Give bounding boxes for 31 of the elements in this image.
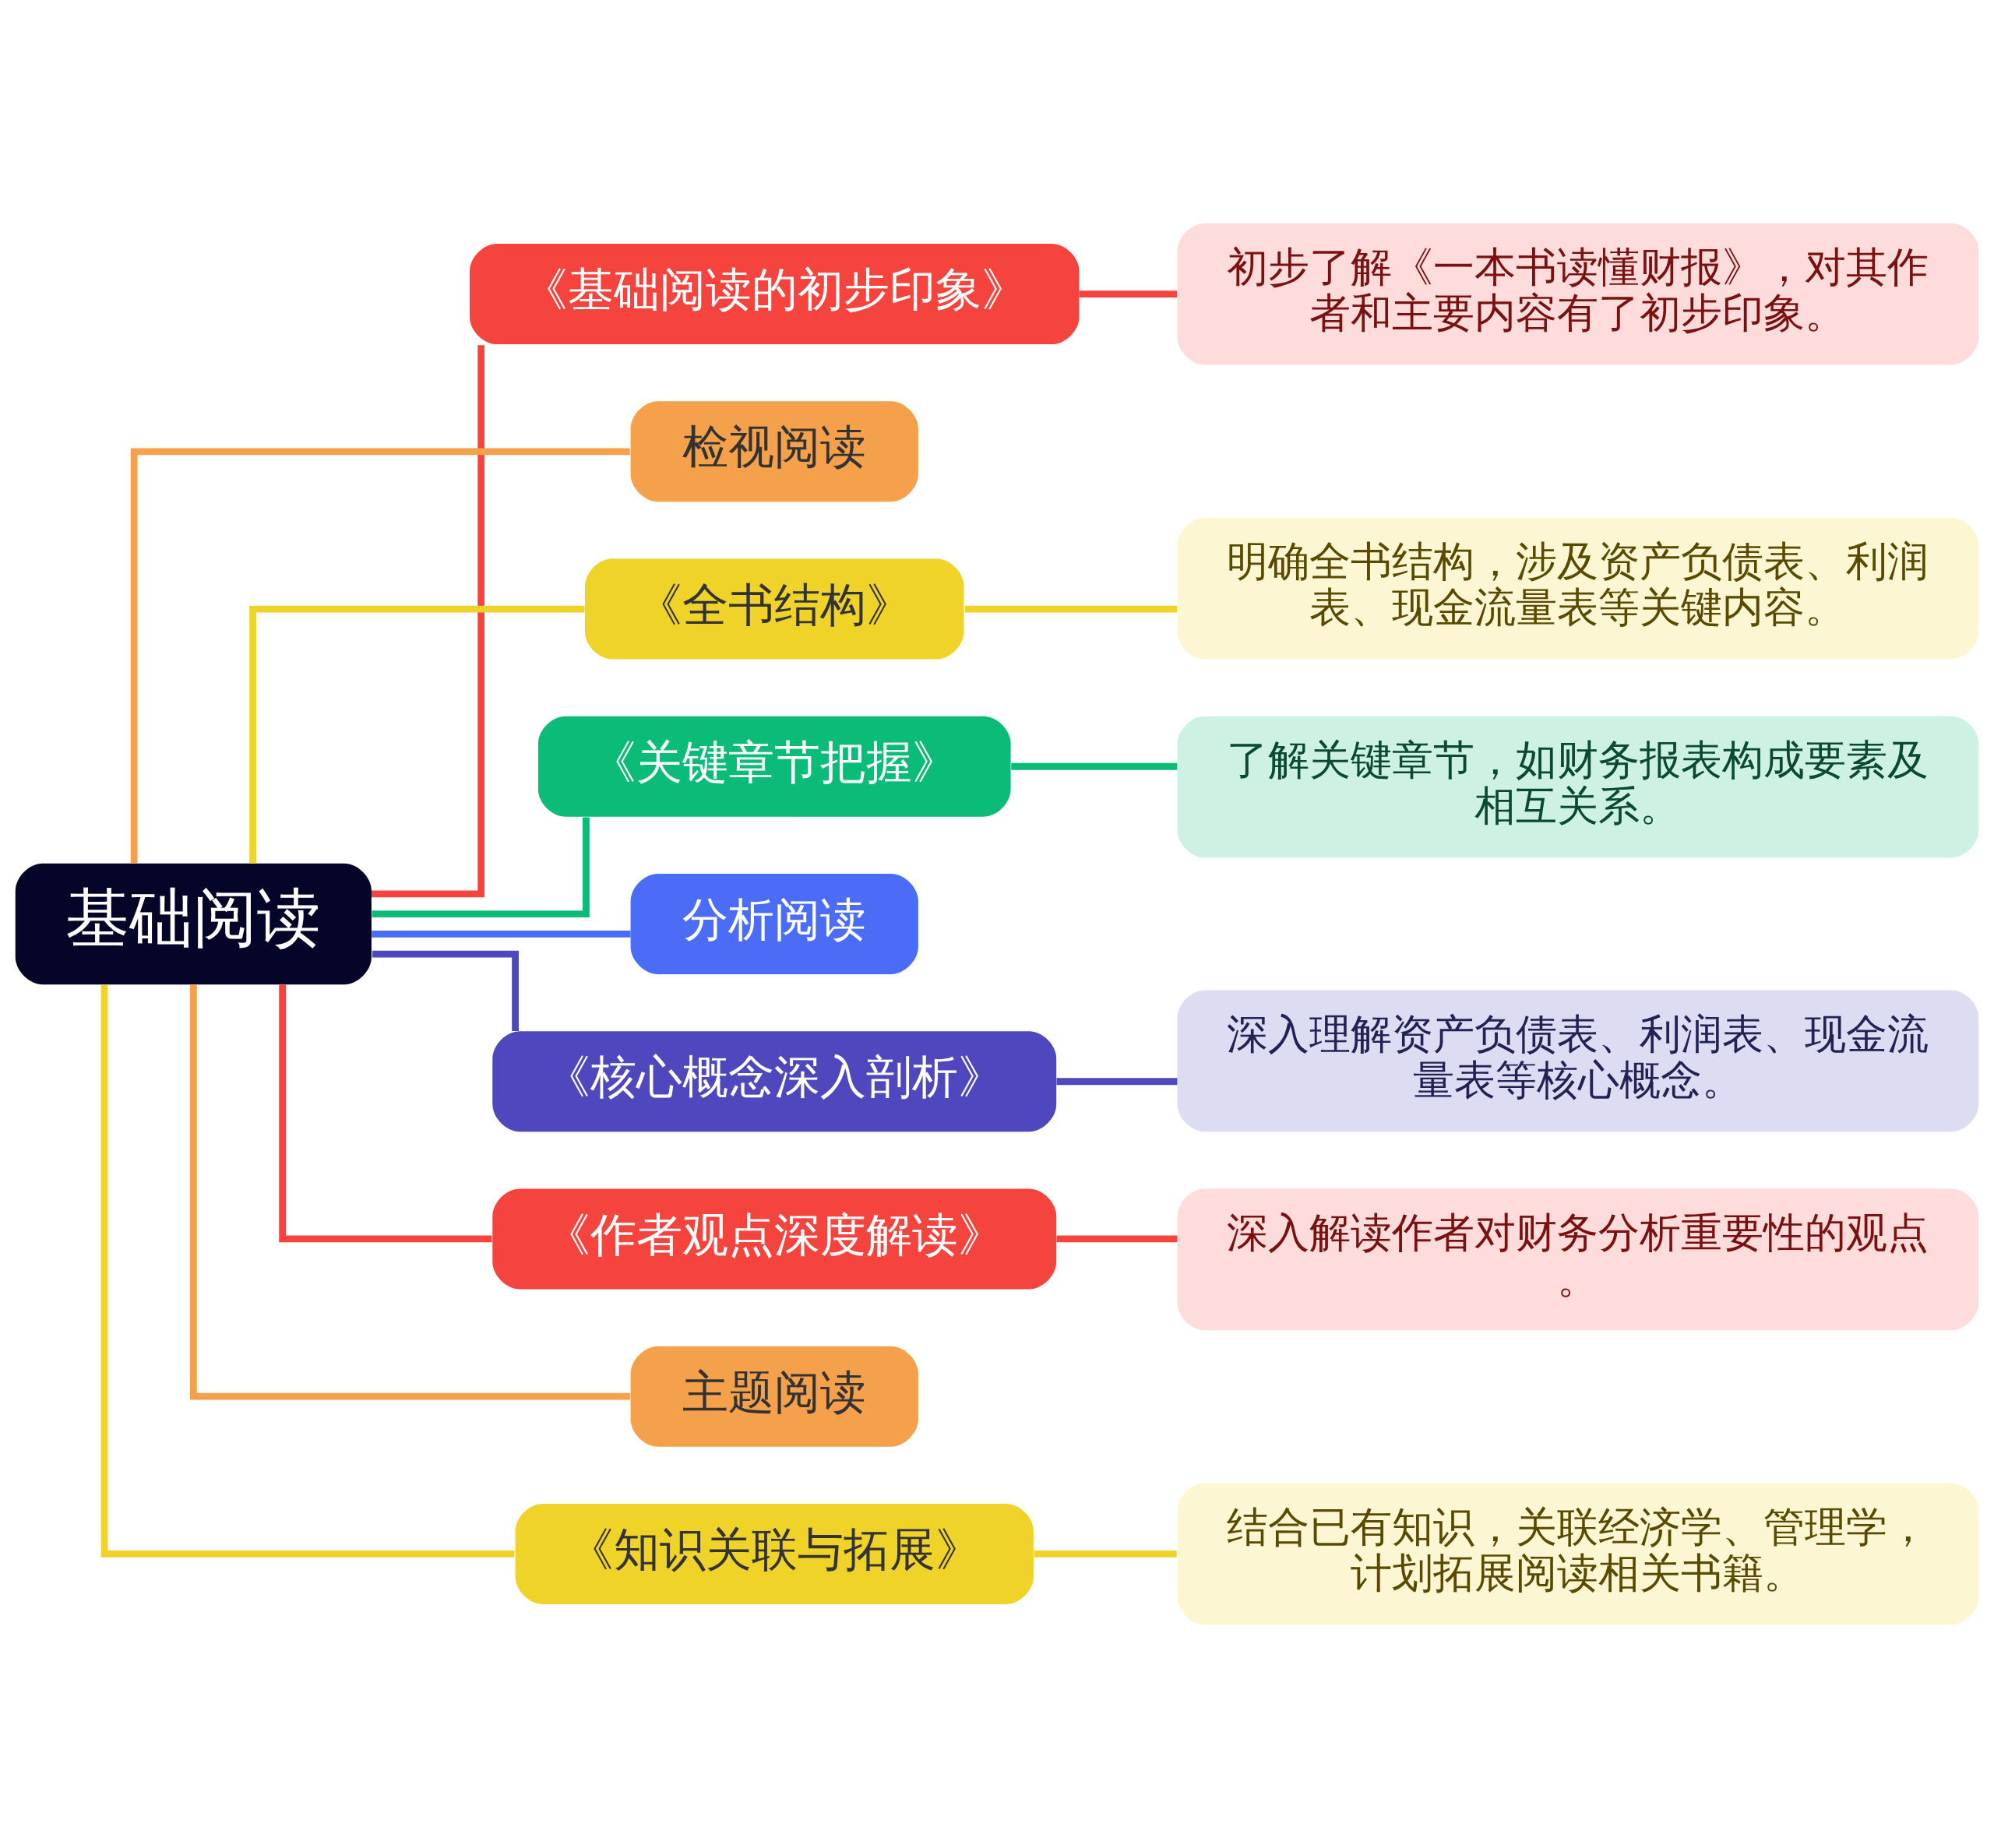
node-box: 结合已有知识，关联经济学、管理学，计划拓展阅读相关书籍。 xyxy=(1177,1483,1979,1625)
connector xyxy=(1034,1551,1177,1558)
node-box: 《作者观点深度解读》 xyxy=(492,1188,1057,1290)
node-box: 初步了解《一本书读懂财报》，对其作者和主要内容有了初步印象。 xyxy=(1177,223,1979,365)
connector xyxy=(371,345,484,898)
node-box: 《关键章节把握》 xyxy=(537,716,1011,817)
connector xyxy=(249,605,585,864)
connector xyxy=(1056,1235,1178,1243)
connector xyxy=(100,984,515,1558)
connector xyxy=(130,448,630,864)
node-box: 了解关键章节，如财务报表构成要素及相互关系。 xyxy=(1177,716,1979,858)
node-box: 基础阅读 xyxy=(15,863,372,985)
node-box: 明确全书结构，涉及资产负债表、利润表、现金流量表等关键内容。 xyxy=(1177,517,1979,660)
connector xyxy=(1056,1078,1178,1086)
node-box: 主题阅读 xyxy=(630,1346,918,1447)
node-box: 《核心概念深入剖析》 xyxy=(492,1031,1057,1132)
connector xyxy=(279,984,492,1243)
connector xyxy=(1011,762,1178,770)
connector xyxy=(964,605,1178,613)
connector xyxy=(1079,290,1178,297)
node-box: 检视阅读 xyxy=(630,401,918,502)
node-box: 深入解读作者对财务分析重要性的观点。 xyxy=(1177,1188,1979,1331)
connector xyxy=(372,931,631,938)
node-box: 分析阅读 xyxy=(630,874,918,974)
node-box: 《全书结构》 xyxy=(585,558,964,660)
connector xyxy=(372,817,590,917)
node-box: 《知识关联与拓展》 xyxy=(515,1503,1034,1604)
node-box: 《基础阅读的初步印象》 xyxy=(469,244,1080,345)
connector xyxy=(189,984,630,1400)
node-box: 深入理解资产负债表、利润表、现金流量表等核心概念。 xyxy=(1177,990,1979,1132)
connector xyxy=(372,950,519,1032)
